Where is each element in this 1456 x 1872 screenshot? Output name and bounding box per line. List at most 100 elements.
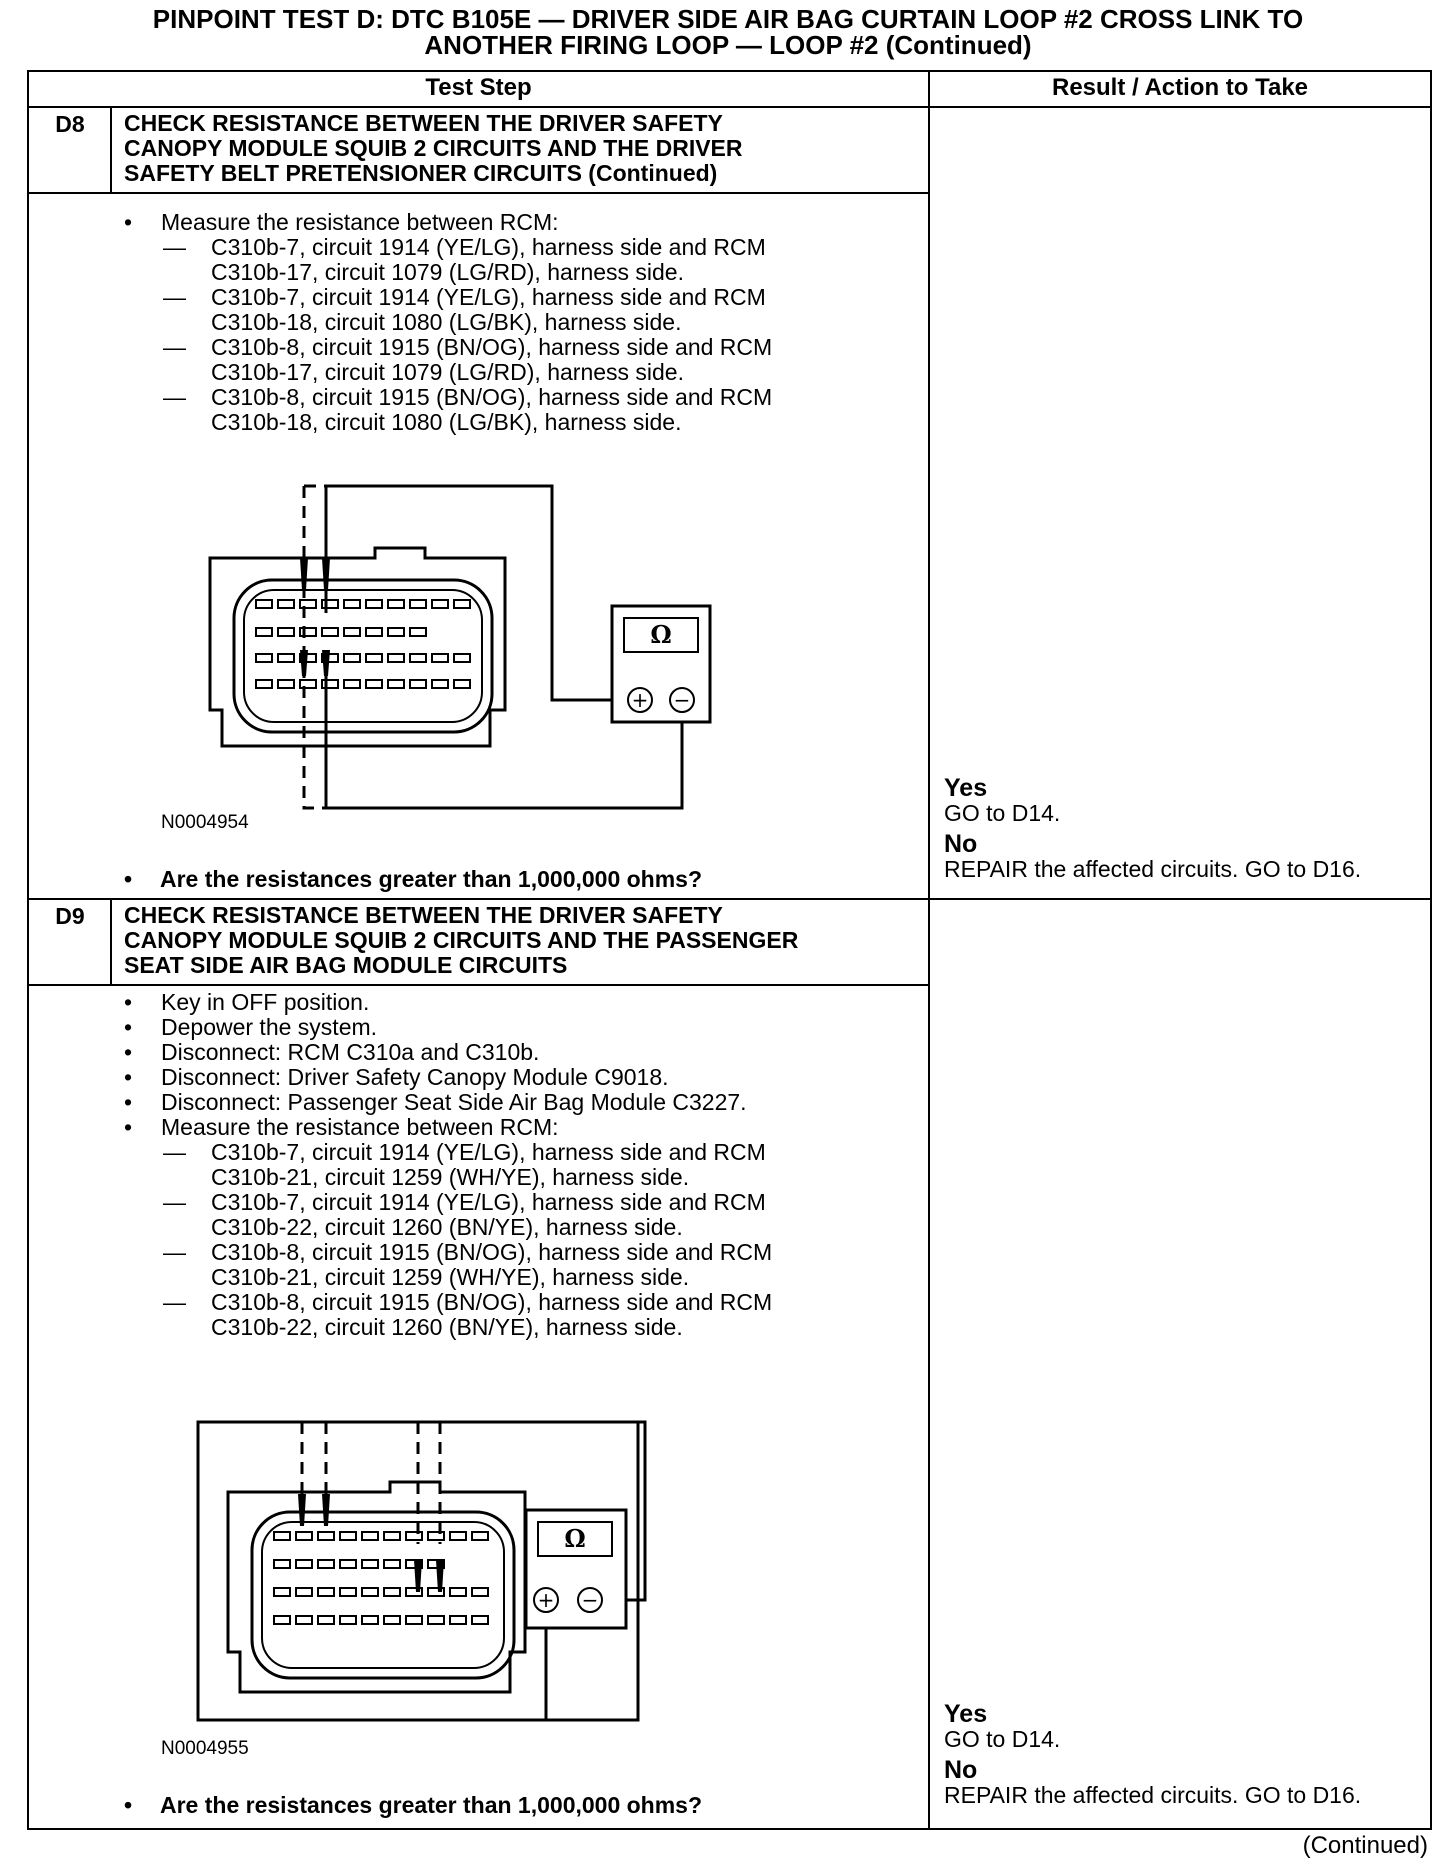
pin-cavity bbox=[339, 1615, 357, 1625]
pin-cavity bbox=[321, 679, 339, 689]
pin-cavity bbox=[273, 1559, 291, 1569]
pin-cavity bbox=[409, 679, 427, 689]
step-title-line: CANOPY MODULE SQUIB 2 CIRCUITS AND THE P… bbox=[124, 927, 799, 953]
pin-cavity bbox=[255, 679, 273, 689]
step-title-line: SEAT SIDE AIR BAG MODULE CIRCUITS bbox=[124, 952, 568, 978]
pin-cavity bbox=[317, 1559, 335, 1569]
step-id: D9 bbox=[55, 903, 85, 929]
step-title-line: CHECK RESISTANCE BETWEEN THE DRIVER SAFE… bbox=[124, 110, 723, 136]
pin-cavity bbox=[405, 1531, 423, 1541]
result-actions: Yes GO to D14. No REPAIR the affected ci… bbox=[944, 1702, 1361, 1808]
probe-tips bbox=[298, 1494, 444, 1592]
pin-cavity bbox=[449, 1531, 467, 1541]
pin-cavity bbox=[317, 1587, 335, 1597]
continued-note: (Continued) bbox=[1302, 1832, 1428, 1859]
measurement-line: C310b-7, circuit 1914 (YE/LG), harness s… bbox=[120, 235, 772, 261]
yes-action: GO to D14. bbox=[944, 1726, 1061, 1752]
pin-cavity bbox=[321, 653, 339, 663]
pin-cavity bbox=[361, 1615, 379, 1625]
result-actions: Yes GO to D14. No REPAIR the affected ci… bbox=[944, 776, 1361, 882]
pin-cavity bbox=[471, 1531, 489, 1541]
measurement-line: C310b-8, circuit 1915 (BN/OG), harness s… bbox=[120, 1290, 772, 1316]
pin-cavity bbox=[299, 653, 317, 663]
measurement-line: C310b-18, circuit 1080 (LG/BK), harness … bbox=[211, 409, 682, 435]
measurement-line: C310b-7, circuit 1914 (YE/LG), harness s… bbox=[120, 285, 772, 311]
measurement-line: C310b-8, circuit 1915 (BN/OG), harness s… bbox=[120, 335, 772, 361]
pin-cavity bbox=[365, 599, 383, 609]
instruction-item: Key in OFF position. bbox=[120, 990, 772, 1016]
no-label: No bbox=[944, 1756, 978, 1784]
pin-cavity bbox=[343, 653, 361, 663]
pin-cavity bbox=[431, 653, 449, 663]
instruction-item: Disconnect: Driver Safety Canopy Module … bbox=[120, 1065, 772, 1091]
dashed-leads bbox=[302, 484, 326, 810]
pin-cavity bbox=[453, 599, 471, 609]
pin-cavity bbox=[299, 679, 317, 689]
pin-cavity bbox=[449, 1615, 467, 1625]
measurement-line: C310b-22, circuit 1260 (BN/YE), harness … bbox=[211, 1314, 683, 1340]
pin-cavity bbox=[273, 1615, 291, 1625]
pin-cavity bbox=[383, 1615, 401, 1625]
pin-cavity bbox=[405, 1615, 423, 1625]
pin-cavity bbox=[277, 679, 295, 689]
pin-cavity bbox=[295, 1615, 313, 1625]
instruction-item: Measure the resistance between RCM: bbox=[120, 210, 772, 236]
pin-cavity bbox=[321, 627, 339, 637]
d9-title-divider bbox=[27, 984, 929, 986]
pin-cavity bbox=[409, 653, 427, 663]
step-title-line: CANOPY MODULE SQUIB 2 CIRCUITS AND THE D… bbox=[124, 135, 743, 161]
pin-cavity bbox=[255, 627, 273, 637]
no-action: REPAIR the affected circuits. GO to D16. bbox=[944, 1782, 1362, 1808]
pin-cavity bbox=[317, 1531, 335, 1541]
ohmmeter: Ω + − bbox=[610, 604, 712, 724]
yes-label: Yes bbox=[944, 774, 988, 802]
connector-pin-rows bbox=[255, 599, 471, 689]
pin-cavity bbox=[365, 653, 383, 663]
step-instructions: Key in OFF position. Depower the system.… bbox=[120, 990, 772, 1340]
pin-cavity bbox=[361, 1559, 379, 1569]
header-divider bbox=[27, 106, 1432, 108]
pin-cavity bbox=[405, 1587, 423, 1597]
svg-text:−: − bbox=[582, 1588, 599, 1612]
pin-cavity bbox=[431, 599, 449, 609]
pin-cavity bbox=[471, 1587, 489, 1597]
connector-pin-rows bbox=[273, 1531, 489, 1625]
pin-cavity bbox=[365, 627, 383, 637]
step-title-line: SAFETY BELT PRETENSIONER CIRCUITS (Conti… bbox=[124, 160, 718, 186]
instruction-item: Disconnect: RCM C310a and C310b. bbox=[120, 1040, 772, 1066]
pin-cavity bbox=[255, 599, 273, 609]
pin-cavity bbox=[317, 1615, 335, 1625]
instruction-item: Depower the system. bbox=[120, 1015, 772, 1041]
pin-cavity bbox=[387, 653, 405, 663]
column-divider bbox=[928, 70, 930, 1830]
pin-cavity bbox=[339, 1559, 357, 1569]
pin-cavity bbox=[471, 1615, 489, 1625]
no-label: No bbox=[944, 830, 978, 858]
page-title: PINPOINT TEST D: DTC B105E — DRIVER SIDE… bbox=[20, 6, 1436, 58]
test-table bbox=[27, 70, 1432, 1830]
pin-cavity bbox=[427, 1531, 445, 1541]
measurement-line: C310b-17, circuit 1079 (LG/RD), harness … bbox=[211, 259, 684, 285]
pin-cavity bbox=[295, 1559, 313, 1569]
pin-cavity bbox=[387, 599, 405, 609]
pin-cavity bbox=[295, 1587, 313, 1597]
step-title: CHECK RESISTANCE BETWEEN THE DRIVER SAFE… bbox=[124, 111, 924, 186]
measurement-line: C310b-8, circuit 1915 (BN/OG), harness s… bbox=[120, 385, 772, 411]
step-id-divider-d9 bbox=[110, 900, 112, 986]
page-title-line-1: PINPOINT TEST D: DTC B105E — DRIVER SIDE… bbox=[152, 4, 1304, 34]
step-id-divider-d8 bbox=[110, 108, 112, 194]
pin-cavity bbox=[299, 599, 317, 609]
measurement-line: C310b-7, circuit 1914 (YE/LG), harness s… bbox=[120, 1140, 772, 1166]
pin-cavity bbox=[449, 1587, 467, 1597]
probe-tips bbox=[300, 558, 330, 676]
pin-cavity bbox=[277, 653, 295, 663]
pin-cavity bbox=[361, 1587, 379, 1597]
pin-cavity bbox=[295, 1531, 313, 1541]
step-instructions: Measure the resistance between RCM: C310… bbox=[120, 210, 772, 435]
svg-text:+: + bbox=[538, 1588, 555, 1612]
step-id: D8 bbox=[55, 111, 85, 137]
pin-cavity bbox=[387, 679, 405, 689]
page-title-line-2: ANOTHER FIRING LOOP — LOOP #2 (Continued… bbox=[424, 30, 1032, 60]
pin-cavity bbox=[299, 627, 317, 637]
instruction-item: Measure the resistance between RCM: bbox=[120, 1115, 772, 1141]
